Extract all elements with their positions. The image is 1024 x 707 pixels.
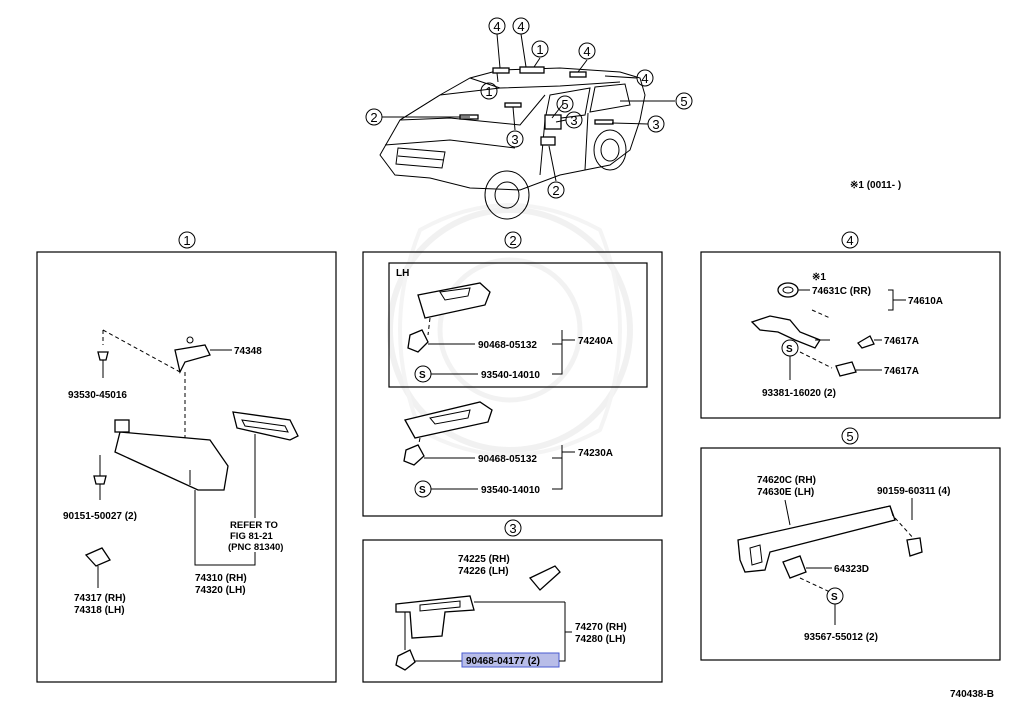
label-74630e-lh: 74630E (LH): [757, 487, 814, 498]
label-refer-to: REFER TO: [230, 520, 278, 531]
label-74240a: 74240A: [578, 336, 613, 347]
diagram-code: 740438-B: [950, 689, 994, 700]
car-callout-1b: 1: [485, 84, 492, 99]
section-1-sun-visor: 93530-45016 74348 90151-50027 (2) REFER …: [36, 251, 337, 683]
section-2-assist-grip: LH 90468-05132 S 93540-14010 74240A 9046…: [362, 251, 663, 517]
label-refer-pnc: (PNC 81340): [228, 542, 283, 553]
label-64323d: 64323D: [834, 564, 869, 575]
section-headers: 1 2 3 4 5: [178, 231, 859, 537]
car-callout-4a: 4: [493, 19, 500, 34]
label-74230a: 74230A: [578, 448, 613, 459]
section-1-number: 1: [183, 233, 190, 248]
label-74617a-2: 74617A: [884, 366, 919, 377]
label-93381-16020: 93381-16020 (2): [762, 388, 836, 399]
label-s-5: S: [831, 592, 838, 603]
section-3-armrest: 74225 (RH) 74226 (LH) 90468-04177 (2) 74…: [362, 539, 663, 683]
watermark-emblem: [387, 203, 633, 457]
section-2-number: 2: [509, 233, 516, 248]
label-74631c: 74631C (RR): [812, 286, 871, 297]
label-note-1: ※1: [812, 272, 826, 283]
label-93540-14010-a: 93540-14010: [481, 370, 540, 381]
label-90468-05132-b: 90468-05132: [478, 454, 537, 465]
section-4-number: 4: [846, 233, 853, 248]
car-callout-1a: 1: [536, 42, 543, 57]
car-callout-3a: 3: [511, 132, 518, 147]
label-s-2a: S: [419, 370, 426, 381]
label-74610a: 74610A: [908, 296, 943, 307]
label-90468-05132-a: 90468-05132: [478, 340, 537, 351]
section-4-roof-grip: ※1 74631C (RR) 74610A 74617A S 93381-160…: [700, 251, 1001, 419]
section-3-number: 3: [509, 521, 516, 536]
label-74317-rh: 74317 (RH): [74, 593, 126, 604]
car-callout-5b: 5: [680, 94, 687, 109]
car-callout-2a: 2: [370, 110, 377, 125]
label-74348: 74348: [234, 346, 262, 357]
vehicle-overview: [379, 66, 646, 220]
section-5-number: 5: [846, 429, 853, 444]
car-callout-4b: 4: [517, 19, 524, 34]
label-90151-50027: 90151-50027 (2): [63, 511, 137, 522]
label-74270-rh: 74270 (RH): [575, 622, 627, 633]
label-93567-55012: 93567-55012 (2): [804, 632, 878, 643]
label-74617a-1: 74617A: [884, 336, 919, 347]
car-callout-2b: 2: [552, 183, 559, 198]
label-90468-04177[interactable]: 90468-04177 (2): [466, 656, 540, 667]
car-callouts: 4 4 1 4 1 4 2 5 5 3 3 2 3: [365, 17, 693, 199]
section-5-handle: 74620C (RH) 74630E (LH) 90159-60311 (4) …: [700, 447, 1001, 661]
label-90159-60311: 90159-60311 (4): [877, 486, 950, 497]
label-74310-rh: 74310 (RH): [195, 573, 247, 584]
label-93530-45016: 93530-45016: [68, 390, 127, 401]
applicability-note: ※1 (0011- ): [850, 180, 901, 191]
highlight-90468-04177[interactable]: [461, 652, 560, 668]
label-74320-lh: 74320 (LH): [195, 585, 246, 596]
label-93540-14010-b: 93540-14010: [481, 485, 540, 496]
car-callout-3b: 3: [652, 117, 659, 132]
label-74225-rh: 74225 (RH): [458, 554, 510, 565]
label-74318-lh: 74318 (LH): [74, 605, 125, 616]
label-s-2b: S: [419, 485, 426, 496]
label-74620c-rh: 74620C (RH): [757, 475, 816, 486]
label-74226-lh: 74226 (LH): [458, 566, 509, 577]
label-s-4: S: [786, 344, 793, 355]
label-lh: LH: [396, 268, 409, 279]
car-callout-4d: 4: [641, 71, 648, 86]
car-callout-3c: 3: [570, 113, 577, 128]
car-callout-5a: 5: [561, 97, 568, 112]
label-refer-fig: FIG 81-21: [230, 531, 273, 542]
label-74280-lh: 74280 (LH): [575, 634, 626, 645]
car-callout-4c: 4: [583, 44, 590, 59]
